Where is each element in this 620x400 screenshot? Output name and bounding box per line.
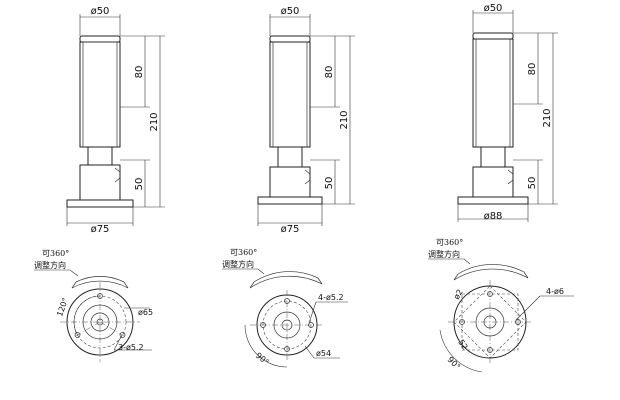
tower-2-front-view: ø50 80 210 50 ø75 (257, 6, 355, 235)
base-2-outer-diameter: ø54 (316, 349, 331, 358)
tower-1-top-diameter: ø50 (91, 6, 110, 17)
base-1-bottom-view: 可360° 调整方向 120° ø65 3-ø5.2 (34, 249, 153, 362)
base-3-rotation-note-line2: 调整方向 (428, 249, 460, 259)
tower-2-base-height: 50 (324, 177, 335, 190)
base-1-rotation-note-line1: 可360° (42, 249, 69, 258)
base-2-bottom-view: 可360° 调整方向 90° 4-ø5.2 ø54 (222, 248, 348, 368)
base-1-outer-diameter: ø65 (138, 308, 153, 317)
tower-3-total-height: 210 (542, 108, 553, 127)
base-1-holes: 3-ø5.2 (118, 343, 144, 352)
tower-3-base-height: 50 (527, 177, 538, 190)
tower-3-front-view: ø50 80 210 50 ø88 (457, 3, 558, 222)
tower-1-front-view: ø50 80 210 50 ø75 (66, 6, 165, 235)
base-3-angle: 90° (446, 355, 462, 371)
tower-1-upper-height: 80 (134, 66, 145, 79)
tower-3-upper-height: 80 (527, 63, 538, 76)
base-2-angle: 90° (254, 351, 271, 367)
base-2-rotation-note-line2: 调整方向 (222, 259, 254, 269)
tower-1-total-height: 210 (149, 112, 160, 131)
base-1-rotation-note-line2: 调整方向 (34, 260, 66, 270)
base-3-bottom-view: 可360° 调整方向 ø2 4-ø6 52 90° (428, 238, 574, 373)
tower-3-base-diameter: ø88 (484, 211, 503, 222)
tower-2-total-height: 210 (339, 110, 350, 129)
base-3-square-diameter: ø2 (452, 288, 465, 301)
tower-2-top-diameter: ø50 (281, 6, 300, 17)
base-2-rotation-note-line1: 可360° (230, 248, 257, 257)
tower-2-base-diameter: ø75 (281, 224, 300, 235)
base-3-rotation-note-line1: 可360° (436, 238, 463, 247)
tower-1-base-height: 50 (134, 178, 145, 191)
tower-1-base-diameter: ø75 (91, 224, 110, 235)
base-2-holes: 4-ø5.2 (318, 293, 344, 302)
tower-3-top-diameter: ø50 (484, 3, 503, 14)
base-3-holes: 4-ø6 (546, 287, 564, 296)
tower-2-upper-height: 80 (324, 66, 335, 79)
